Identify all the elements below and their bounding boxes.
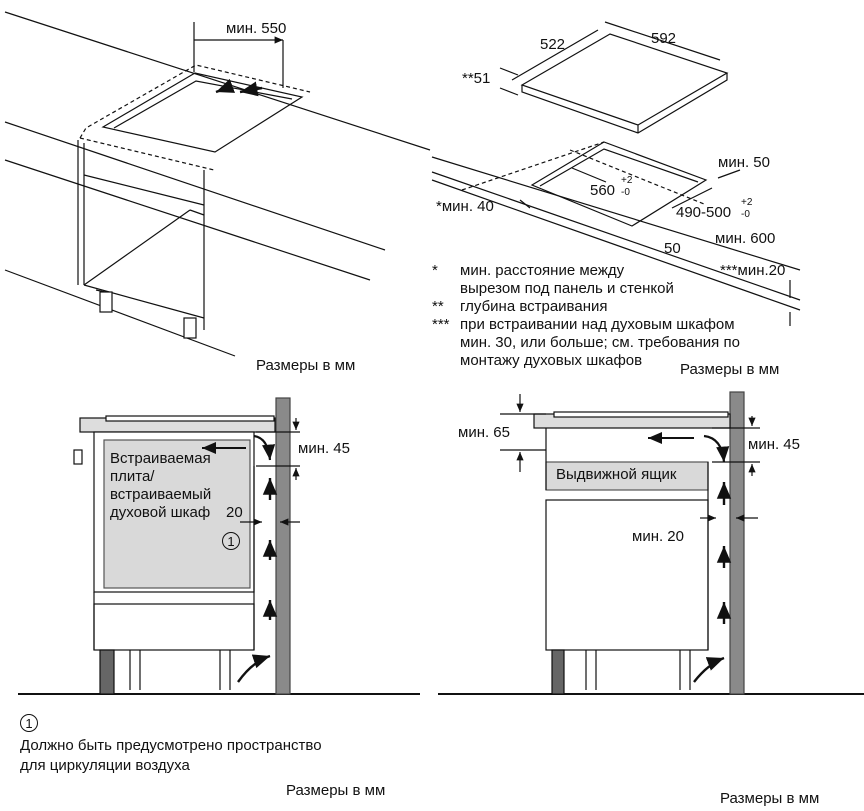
oven-label-line-3: встраиваемый [110,486,212,503]
note-mark: * [432,262,438,279]
units-label-top-right: Размеры в мм [680,361,780,378]
dim-50: 50 [664,240,681,257]
dim-490-500: 490-500 [676,204,732,221]
dim-592: 592 [651,30,677,47]
note-text: при встраивании над духовым шкафом мин. … [460,316,740,369]
dim-min-20-right: мин. 20 [632,528,684,545]
dim-490-tol-minus: -0 [741,209,750,220]
note-mark: ** [432,298,444,315]
dim-min-45-left: мин. 45 [298,440,350,457]
oven-label-line-2: плита/ [110,468,155,485]
oven-label-line-4: духовой шкаф [110,504,211,521]
dim-min-550: мин. 550 [226,20,287,37]
dim-min-20-top: ***мин.20 [720,262,786,279]
dim-560: 560 [590,182,616,199]
note-mark: *** [432,316,450,333]
note-item: * мин. расстояние между вырезом под пане… [432,262,740,298]
hob-cutout-drawing [431,21,801,326]
note-item: *** при встраивании над духовым шкафом м… [432,316,740,370]
footnote-marker: 1 [20,714,38,732]
note-text: мин. расстояние между вырезом под панель… [460,262,674,297]
drawer-side-section [438,391,864,695]
worktop-perspective-drawing [4,11,431,357]
dim-560-tol-minus: -0 [621,187,630,198]
dim-min-45-right: мин. 45 [748,436,800,453]
dim-20-left: 20 [226,504,243,521]
notes-list: * мин. расстояние между вырезом под пане… [432,262,740,370]
dim-min-65: мин. 65 [458,424,510,441]
footnote-line-2: для циркуляции воздуха [20,757,190,774]
air-circulation-marker: 1 [222,532,240,550]
units-label-bottom-right: Размеры в мм [720,790,820,807]
units-label-top-left: Размеры в мм [256,357,356,374]
note-text: глубина встраивания [460,298,608,315]
oven-label-line-1: Встраиваемая [110,450,211,467]
drawer-label: Выдвижной ящик [556,466,677,483]
dim-522: 522 [540,36,566,53]
dim-560-tol-plus: +2 [621,175,633,186]
footnote-line-1: Должно быть предусмотрено пространство [20,737,322,754]
oven-side-section [18,397,420,695]
note-item: ** глубина встраивания [432,298,740,316]
dim-490-tol-plus: +2 [741,197,753,208]
dim-min-600: мин. 600 [715,230,776,247]
dim-depth-51: **51 [462,70,491,87]
dim-min-50-top: мин. 50 [718,154,770,171]
dim-min-40: *мин. 40 [436,198,494,215]
units-label-bottom-left: Размеры в мм [286,782,386,799]
